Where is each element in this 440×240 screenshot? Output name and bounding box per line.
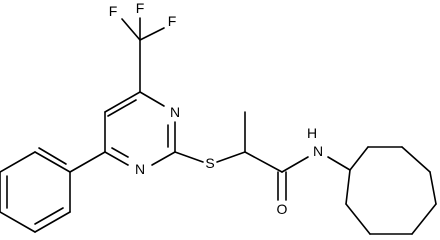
bond-ch7-5 [411, 203, 437, 235]
bond-c4-c5 [104, 91, 141, 113]
bond-n-cycloheptyl [327, 156, 351, 171]
bond-ch7-8 [345, 169, 351, 205]
bond-c4-c5-inner [107, 99, 137, 117]
bond-ch-carbonyl [244, 151, 283, 173]
atom-sulfur: S [205, 155, 214, 171]
atom-fluorine-2: F [136, 0, 145, 16]
bond-ph1-inner [38, 147, 67, 165]
bond-c6-n1 [104, 151, 129, 166]
pyrimidine-ring [104, 91, 176, 166]
bond-ch7-3 [401, 146, 431, 173]
bond-n3-c4 [139, 91, 165, 107]
bond-ph5 [34, 211, 71, 233]
atom-amide-hydrogen: H [307, 125, 317, 141]
bond-ch7-7 [345, 203, 371, 235]
cycloheptyl-ring [345, 146, 437, 235]
trifluoromethyl-group [121, 17, 165, 93]
phenyl-ring [0, 147, 106, 233]
atom-nitrogen-ring-bottom: N [135, 161, 145, 177]
propanamide-chain [174, 111, 351, 201]
atom-fluorine-1: F [109, 3, 118, 19]
bond-s-ch [216, 151, 246, 163]
atom-fluorine-3: F [168, 13, 177, 29]
atom-carbonyl-oxygen: O [277, 201, 288, 217]
bond-ph5-inner [34, 207, 64, 225]
bond-carbonyl-n [281, 156, 309, 173]
bond-ch7-4 [429, 171, 437, 205]
bond-c6-n1-inner [111, 147, 129, 158]
bond-ch7-1 [349, 146, 369, 171]
bond-ph1 [34, 151, 71, 173]
bond-ph4 [0, 211, 36, 233]
bond-n1-c2 [151, 151, 176, 166]
bond-c-f1 [121, 18, 141, 41]
bond-c-f3 [139, 27, 165, 41]
bond-ph2 [0, 151, 36, 173]
bond-ring-phenyl [69, 151, 106, 173]
atom-amide-nitrogen: N [313, 143, 323, 159]
atom-nitrogen-ring-top: N [170, 104, 180, 120]
bond-c2-s [174, 151, 204, 163]
